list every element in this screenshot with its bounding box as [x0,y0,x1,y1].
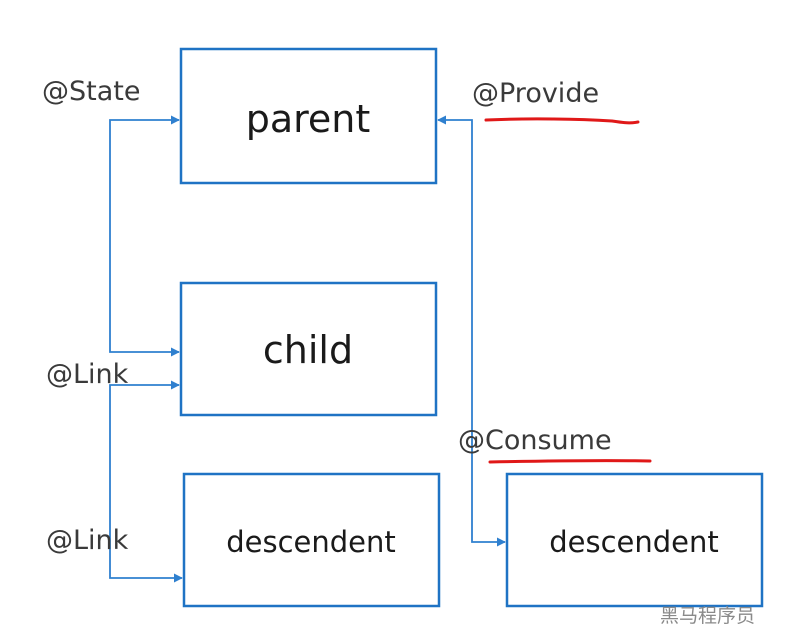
parent-label: parent [246,97,371,141]
watermark-text: 黑马程序员 [660,605,755,627]
provide-consume-connector [437,115,506,547]
provide-underline [484,117,640,125]
descendent-right-box: descendent [505,472,764,608]
child-label: child [263,328,353,372]
state-annotation: @State [42,76,140,107]
link-upper-annotation: @Link [46,359,129,390]
child-box: child [179,281,438,417]
parent-box: parent [179,47,438,185]
descendent-left-box: descendent [182,472,441,608]
consume-underline [488,459,652,464]
provide-annotation: @Provide [472,78,599,109]
descendent-left-label: descendent [226,525,396,559]
descendent-right-label: descendent [549,525,719,559]
state-connector [109,115,180,357]
link-lower-annotation: @Link [46,525,129,556]
link-connector [109,380,183,583]
consume-annotation: @Consume [458,425,612,456]
